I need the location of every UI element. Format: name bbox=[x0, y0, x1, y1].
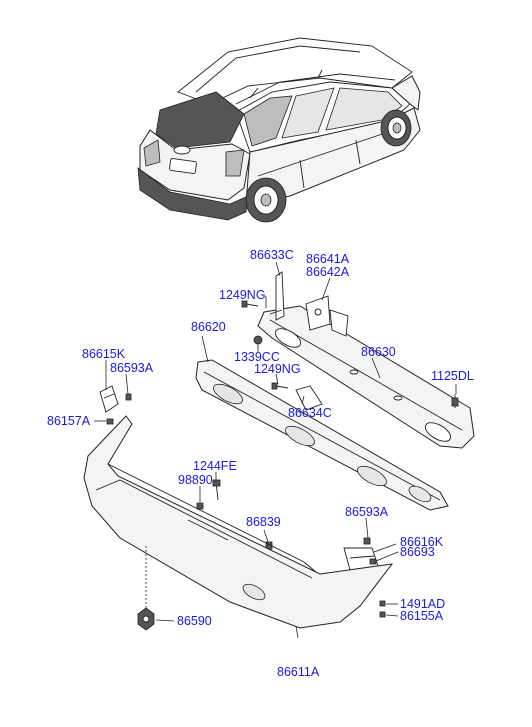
part-labels: 86633C 86641A 86642A 1249NG 86620 86630 … bbox=[47, 248, 474, 679]
label-86616K[interactable]: 86616K bbox=[400, 535, 444, 549]
label-1244FE[interactable]: 1244FE bbox=[193, 459, 237, 473]
label-86590[interactable]: 86590 bbox=[177, 614, 212, 628]
label-86157A[interactable]: 86157A bbox=[47, 414, 91, 428]
leader-lines bbox=[94, 261, 457, 639]
label-86642A[interactable]: 86642A bbox=[306, 265, 350, 279]
label-86611A[interactable]: 86611A bbox=[277, 665, 320, 679]
vehicle-illustration bbox=[137, 37, 421, 223]
label-86693[interactable]: 86693 bbox=[400, 545, 435, 559]
rear-bumper-beam bbox=[257, 305, 475, 449]
label-1125DL[interactable]: 1125DL bbox=[431, 369, 474, 383]
label-86630[interactable]: 86630 bbox=[361, 345, 396, 359]
label-86593A-right[interactable]: 86593A bbox=[345, 505, 389, 519]
rear-bumper-cover bbox=[83, 415, 394, 629]
label-98890[interactable]: 98890 bbox=[178, 473, 213, 487]
label-1339CC[interactable]: 1339CC bbox=[234, 350, 280, 364]
label-1249NG-mid[interactable]: 1249NG bbox=[254, 362, 301, 376]
label-86839[interactable]: 86839 bbox=[246, 515, 281, 529]
label-86620[interactable]: 86620 bbox=[191, 320, 226, 334]
label-1491AD[interactable]: 1491AD bbox=[400, 597, 445, 611]
label-86633C[interactable]: 86633C bbox=[250, 248, 294, 262]
label-86641A[interactable]: 86641A bbox=[306, 252, 350, 266]
label-86593A-left[interactable]: 86593A bbox=[110, 361, 154, 375]
label-86615K[interactable]: 86615K bbox=[82, 347, 126, 361]
label-86634C[interactable]: 86634C bbox=[288, 406, 332, 420]
energy-absorber bbox=[195, 359, 449, 511]
label-86155A[interactable]: 86155A bbox=[400, 609, 444, 623]
label-1249NG-top[interactable]: 1249NG bbox=[219, 288, 266, 302]
mounting-hardware bbox=[99, 271, 459, 631]
